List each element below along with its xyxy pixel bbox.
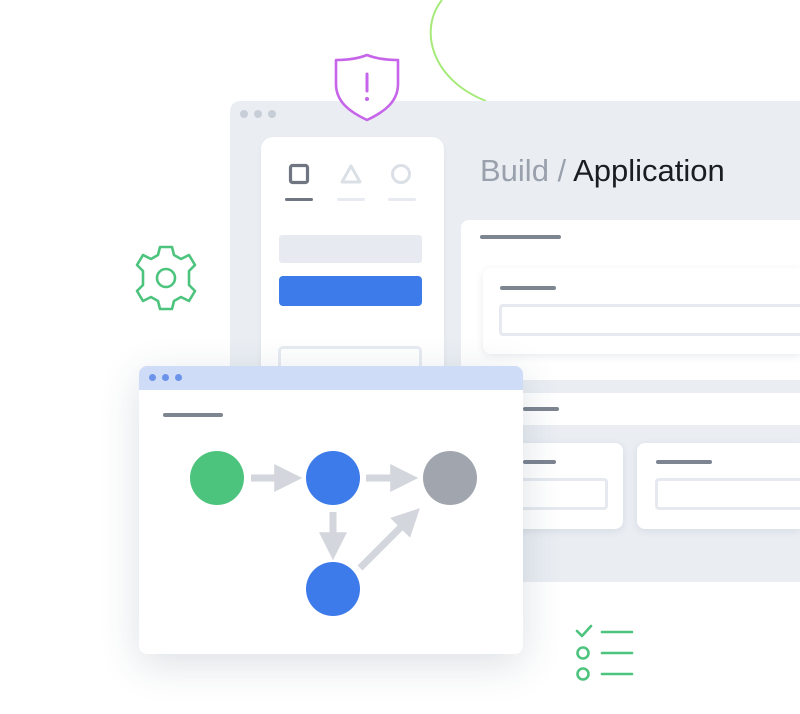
window-dot[interactable] [254,110,262,118]
window-controls [240,110,276,118]
node-step-b[interactable] [306,562,360,616]
shield-alert-icon [334,53,400,122]
node-end[interactable] [423,451,477,505]
window-dot[interactable] [149,374,156,381]
breadcrumb-parent[interactable]: Build [480,153,549,188]
tab-indicator [337,198,365,201]
square-icon[interactable] [288,163,310,185]
tab-indicator [388,198,416,201]
breadcrumb-separator: / [548,153,574,188]
field-label-line [656,460,712,464]
form-label-line [500,286,556,290]
field-label-line [523,460,556,464]
breadcrumb: Build / Application [480,151,725,191]
card-heading-line [523,407,559,411]
triangle-icon[interactable] [340,163,362,185]
diagram-title-line [163,413,223,417]
window-dot[interactable] [175,374,182,381]
edge-step-b-to-end [357,508,420,571]
field-input[interactable] [655,478,800,510]
node-start[interactable] [190,451,244,505]
window-dot[interactable] [268,110,276,118]
tab-indicator-active [285,198,313,201]
placeholder-field[interactable] [279,235,422,263]
diagram-edges [251,464,420,571]
window-dot[interactable] [240,110,248,118]
window-dot[interactable] [162,374,169,381]
window-titlebar[interactable] [139,366,523,390]
form-input[interactable] [499,304,800,336]
breadcrumb-current: Application [573,153,725,188]
node-step-a[interactable] [306,451,360,505]
checklist-icon [575,624,634,681]
card-heading-line [480,235,561,239]
gear-icon [135,245,197,311]
primary-button[interactable] [279,276,422,306]
window-controls [149,374,182,381]
circle-icon[interactable] [390,163,412,185]
